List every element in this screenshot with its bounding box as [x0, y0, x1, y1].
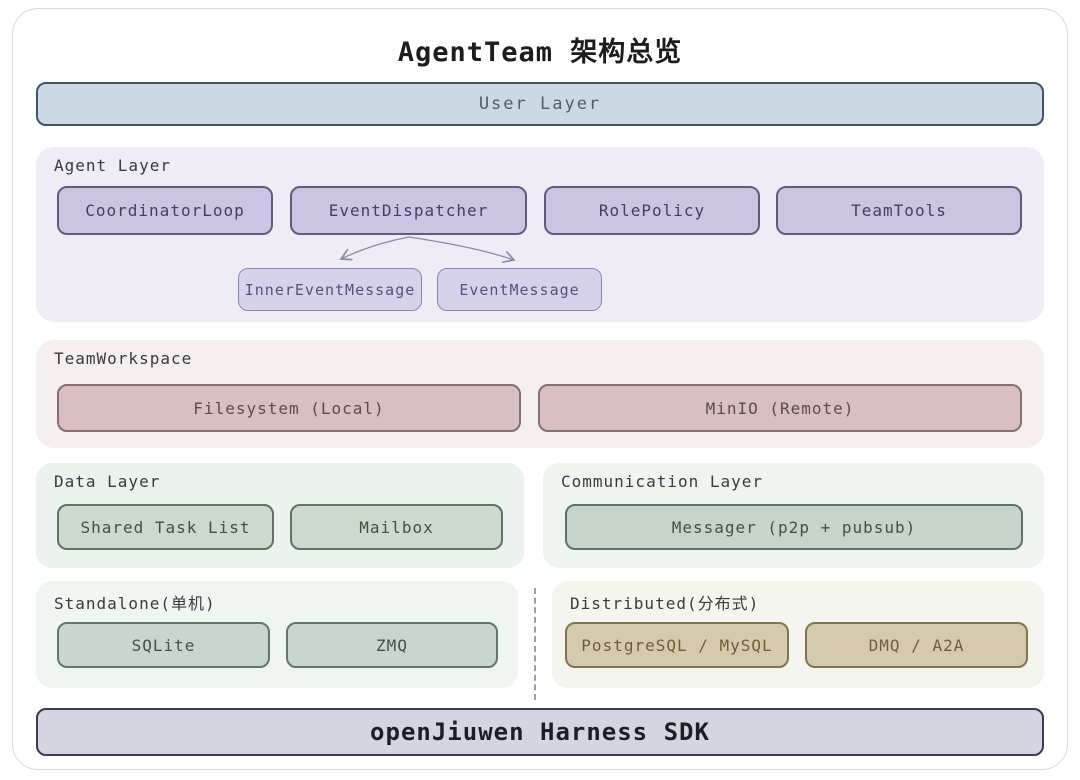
node-innereventmessage-label: InnerEventMessage [244, 280, 416, 299]
node-zmq-label: ZMQ [376, 635, 408, 655]
node-coordinatorloop-label: CoordinatorLoop [85, 201, 245, 220]
node-sqlite-label: SQLite [131, 635, 196, 655]
node-rolepolicy: RolePolicy [544, 186, 760, 235]
node-eventmessage-label: EventMessage [459, 280, 580, 299]
team-workspace-section: TeamWorkspace Filesystem (Local) MinIO (… [36, 340, 1044, 448]
node-innereventmessage: InnerEventMessage [238, 268, 422, 311]
node-rolepolicy-label: RolePolicy [598, 201, 706, 220]
node-sqlite: SQLite [57, 622, 270, 668]
data-layer-label: Data Layer [54, 472, 161, 491]
sdk-bar-label: openJiuwen Harness SDK [370, 718, 710, 746]
standalone-section: Standalone(单机) SQLite ZMQ [36, 581, 518, 688]
communication-layer-section: Communication Layer Messager (p2p + pubs… [543, 463, 1044, 568]
node-teamtools: TeamTools [776, 186, 1022, 235]
node-filesystem-local-label: Filesystem (Local) [193, 398, 385, 418]
page-title: AgentTeam 架构总览 [397, 37, 683, 68]
node-mailbox: Mailbox [290, 504, 503, 550]
node-filesystem-local: Filesystem (Local) [57, 384, 521, 432]
node-mailbox-label: Mailbox [359, 517, 434, 537]
team-workspace-label: TeamWorkspace [54, 349, 193, 368]
node-minio-remote-label: MinIO (Remote) [705, 398, 855, 418]
standalone-label: Standalone(单机) [54, 594, 216, 613]
node-zmq: ZMQ [286, 622, 498, 668]
distributed-section: Distributed(分布式) PostgreSQL / MySQL DMQ … [552, 581, 1044, 688]
node-teamtools-label: TeamTools [851, 201, 947, 220]
node-messager-label: Messager (p2p + pubsub) [671, 517, 917, 537]
data-layer-section: Data Layer Shared Task List Mailbox [36, 463, 524, 568]
node-postgresql-mysql: PostgreSQL / MySQL [565, 622, 789, 668]
distributed-label: Distributed(分布式) [570, 594, 760, 613]
standalone-distributed-divider [534, 588, 536, 700]
node-coordinatorloop: CoordinatorLoop [57, 186, 273, 235]
user-layer-label: User Layer [478, 94, 602, 114]
node-postgresql-mysql-label: PostgreSQL / MySQL [581, 635, 773, 655]
agent-layer-section: Agent Layer CoordinatorLoop EventDispatc… [36, 147, 1044, 322]
node-minio-remote: MinIO (Remote) [538, 384, 1022, 432]
node-shared-task-list-label: Shared Task List [80, 517, 251, 537]
node-eventdispatcher: EventDispatcher [290, 186, 527, 235]
node-eventdispatcher-label: EventDispatcher [328, 201, 489, 220]
communication-layer-label: Communication Layer [561, 472, 764, 491]
agent-layer-label: Agent Layer [54, 156, 171, 175]
node-eventmessage: EventMessage [437, 268, 602, 311]
node-shared-task-list: Shared Task List [57, 504, 274, 550]
user-layer-bar: User Layer [36, 82, 1044, 126]
sdk-bar: openJiuwen Harness SDK [36, 708, 1044, 756]
node-dmq-a2a-label: DMQ / A2A [868, 635, 965, 655]
node-dmq-a2a: DMQ / A2A [805, 622, 1028, 668]
node-messager: Messager (p2p + pubsub) [565, 504, 1023, 550]
